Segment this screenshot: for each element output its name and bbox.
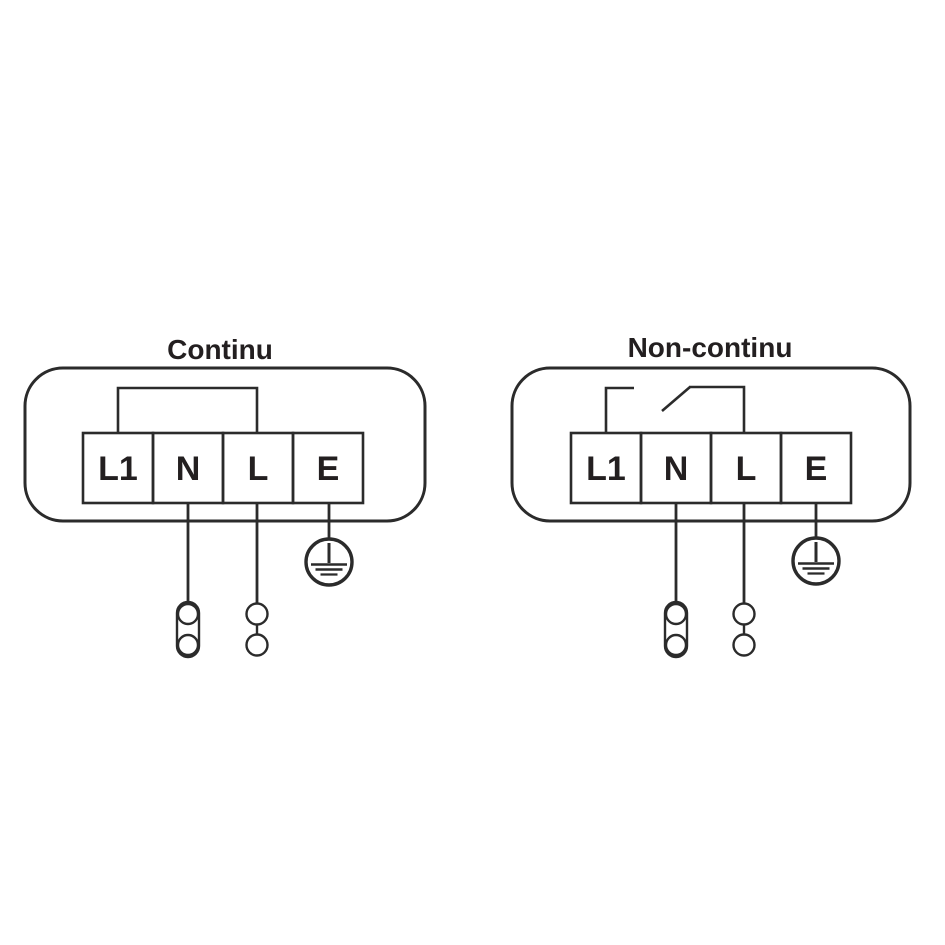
live-lead-connector-icon	[732, 602, 756, 657]
earth-ground-icon	[304, 537, 354, 587]
diagram-continu: Continu L1 N L E	[23, 334, 427, 659]
switch-fixed-contact	[604, 386, 634, 433]
earth-ground-icon	[791, 536, 841, 586]
terminal-label-n: N	[664, 450, 689, 488]
enclosure-outline	[23, 366, 427, 523]
enclosure-outline	[510, 366, 912, 523]
terminal-label-l1: L1	[586, 450, 626, 488]
terminal-label-l: L	[736, 450, 757, 488]
diagram-non-continu: Non-continu L1 N L E	[510, 332, 912, 659]
neutral-lead-connector-icon	[175, 600, 201, 659]
neutral-lead-connector-icon	[663, 600, 689, 659]
switch-link	[604, 385, 746, 433]
bridge-wire	[116, 386, 259, 433]
terminal-label-l: L	[248, 450, 269, 488]
terminal-label-n: N	[176, 450, 201, 488]
diagram-title: Continu	[167, 334, 273, 365]
switch-blade	[661, 386, 691, 412]
terminal-label-e: E	[317, 450, 340, 488]
live-lead-connector-icon	[245, 602, 269, 657]
terminal-label-l1: L1	[98, 450, 138, 488]
switch-return-wire	[689, 385, 746, 433]
terminal-label-e: E	[805, 450, 828, 488]
diagram-title: Non-continu	[628, 332, 793, 363]
